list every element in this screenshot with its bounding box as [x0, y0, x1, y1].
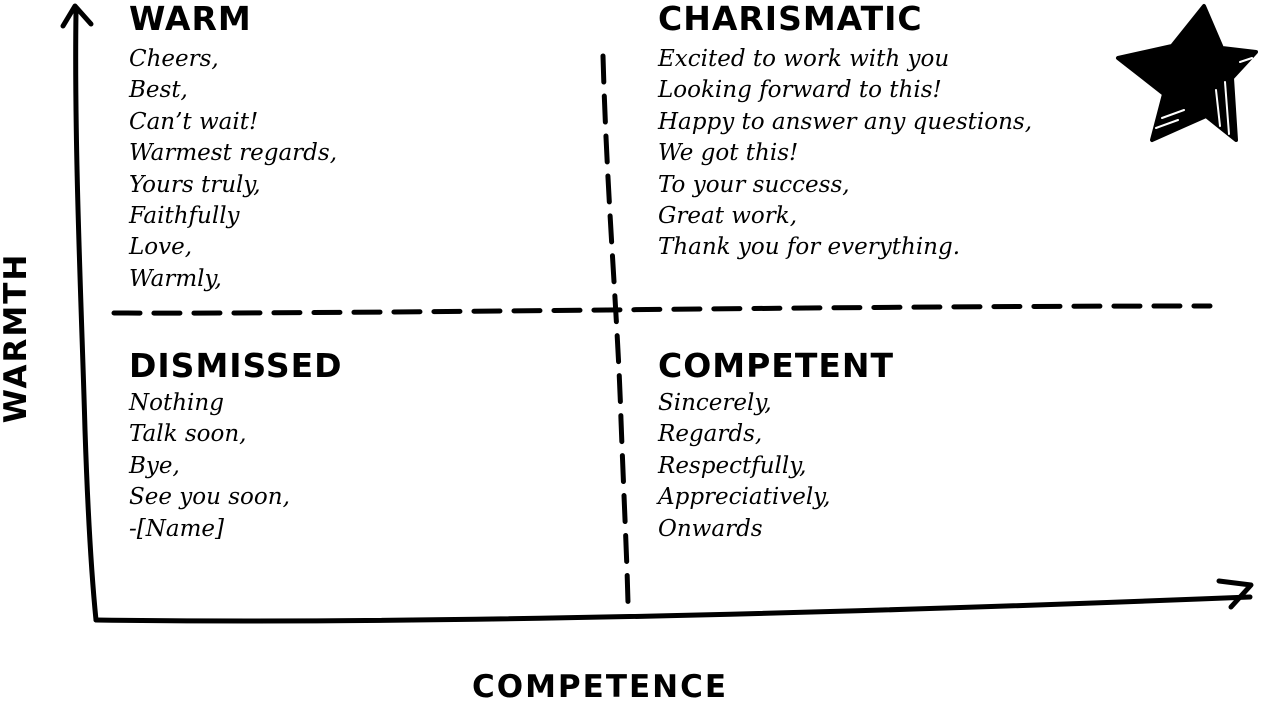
list-item: Happy to answer any questions,: [658, 108, 1033, 135]
x-axis-line: [93, 594, 1253, 624]
list-item: Yours truly,: [129, 171, 261, 198]
list-item: Respectfully,: [658, 452, 807, 479]
quadrant-title-warm: WARM: [129, 0, 252, 38]
quadrant-title-charismatic: CHARISMATIC: [658, 0, 923, 38]
list-item: Bye,: [129, 452, 180, 479]
horizontal-divider: [111, 303, 1213, 316]
vertical-divider: [600, 53, 631, 606]
list-item: We got this!: [658, 140, 799, 167]
list-item: Thank you for everything.: [658, 234, 961, 261]
quadrant-list-warm: Cheers, Best, Can’t wait! Warmest regard…: [129, 44, 337, 295]
quadrant-list-dismissed: Nothing Talk soon, Bye, See you soon, -[…: [129, 388, 290, 545]
list-item: Great work,: [658, 203, 798, 230]
list-item: Excited to work with you: [658, 46, 950, 72]
list-item: Cheers,: [129, 46, 219, 72]
list-item: Onwards: [658, 515, 763, 542]
quadrant-title-dismissed: DISMISSED: [129, 346, 343, 385]
list-item: Regards,: [658, 421, 763, 448]
list-item: See you soon,: [129, 484, 290, 511]
list-item: Best,: [129, 77, 188, 104]
list-item: Looking forward to this!: [658, 77, 942, 104]
quadrant-list-competent: Sincerely, Regards, Respectfully, Apprec…: [658, 388, 830, 545]
x-axis-arrowhead: [1216, 578, 1254, 610]
quadrant-title-competent: COMPETENT: [658, 346, 895, 385]
list-item: Faithfully: [129, 203, 240, 230]
y-axis-arrowhead: [60, 3, 94, 29]
y-axis-line: [73, 9, 99, 623]
list-item: Warmest regards,: [129, 140, 337, 167]
list-item: Nothing: [129, 390, 224, 416]
quadrant-list-charismatic: Excited to work with you Looking forward…: [658, 44, 1032, 264]
list-item: Can’t wait!: [129, 108, 259, 135]
list-item: Love,: [129, 234, 193, 261]
list-item: Talk soon,: [129, 421, 247, 448]
list-item: Sincerely,: [658, 390, 772, 416]
list-item: Warmly,: [129, 265, 222, 292]
list-item: To your success,: [658, 171, 850, 198]
x-axis-label: COMPETENCE: [471, 669, 729, 701]
list-item: Appreciatively,: [658, 484, 831, 511]
star-icon: [1116, 4, 1258, 142]
y-axis-label: WARMTH: [0, 252, 34, 424]
list-item: -[Name]: [129, 515, 224, 542]
